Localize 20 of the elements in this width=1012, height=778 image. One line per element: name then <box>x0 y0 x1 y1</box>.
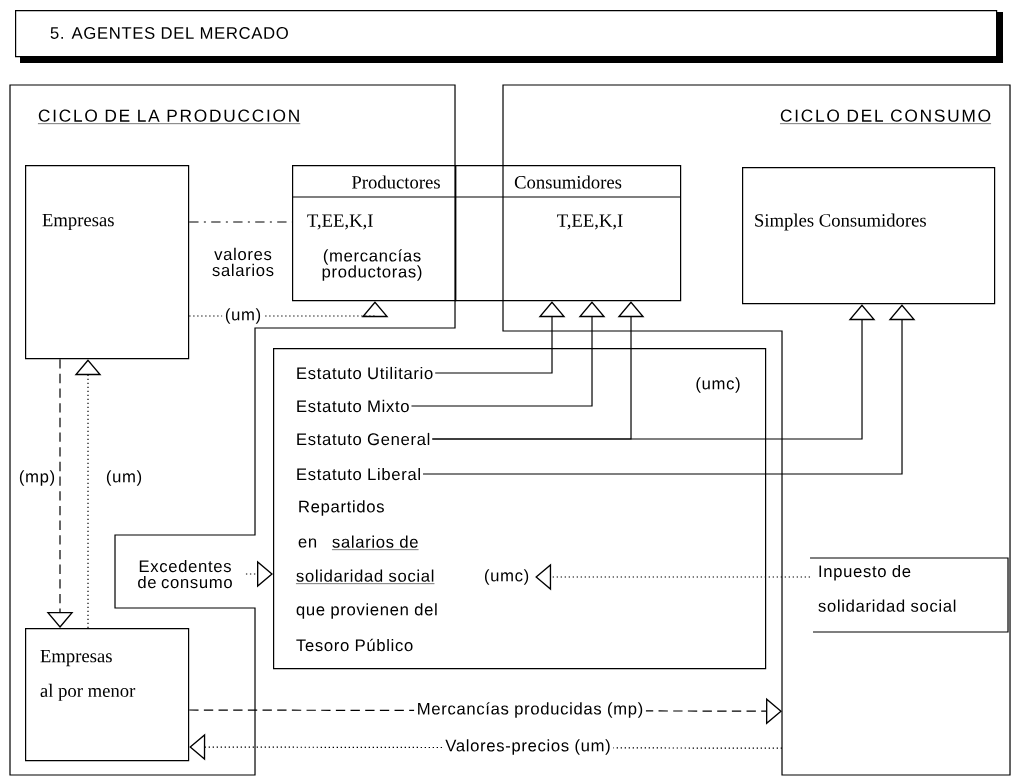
edge-label: (mp) <box>16 467 58 489</box>
text-box: Inpuesto de solidaridad social <box>809 557 1009 633</box>
text-label: Excedentes de consumo <box>138 559 232 589</box>
edge-label: Mercancías producidas (mp) <box>414 699 646 721</box>
process-box: Simples Consumidores <box>742 167 996 305</box>
process-box: Empresas al por menor <box>25 628 190 762</box>
process-box: Productores T,EE,K,I (mercancías productoras) <box>291 165 457 302</box>
edge-label: (um) <box>103 467 145 489</box>
process-box: Empresas <box>25 165 190 360</box>
text-label: valores salarios <box>212 247 274 277</box>
text-label: Estatuto Utilitario <box>297 366 433 380</box>
edge-label: (um) <box>222 305 264 327</box>
text-label: Estatuto General <box>297 432 430 446</box>
text-label: Estatuto Mixto <box>297 399 409 413</box>
text-label: (umc) <box>484 569 529 585</box>
connector-line <box>188 221 293 223</box>
title-box: 5. AGENTES DEL MERCADO <box>15 10 1003 63</box>
edge-label: Valores-precios (um) <box>442 736 614 758</box>
text-label: Estatuto Liberal <box>297 467 420 481</box>
process-box: Consumidores T,EE,K,I <box>454 165 682 302</box>
